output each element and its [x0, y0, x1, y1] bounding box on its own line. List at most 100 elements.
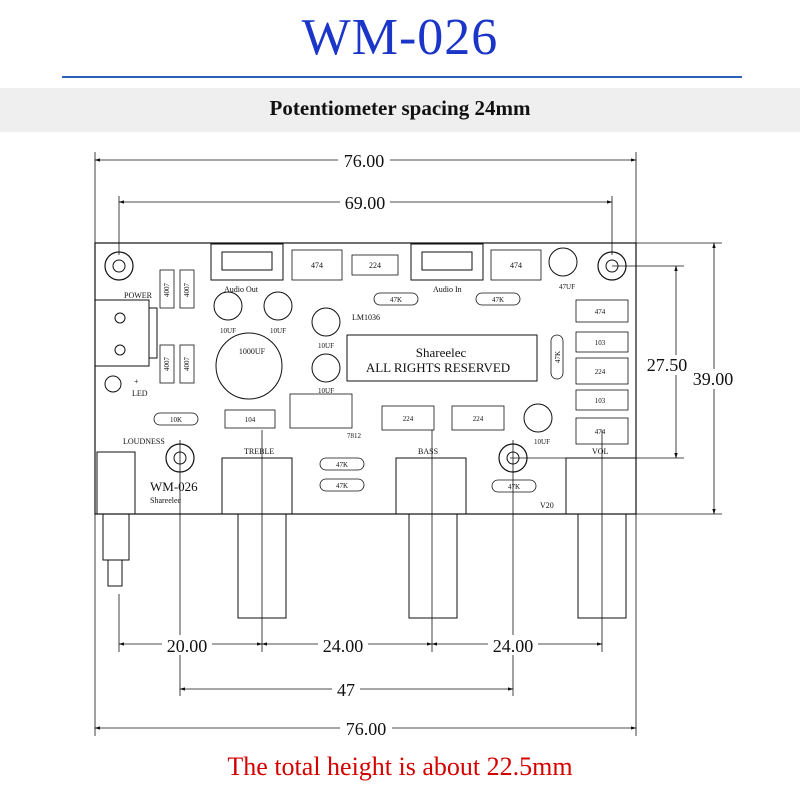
cap-224-mid-2 [451, 405, 505, 431]
mounting-hole-right [597, 251, 627, 281]
resistor-47k-2-label: 47K [492, 296, 504, 304]
cap-10uf-5 [523, 403, 553, 433]
cap-224-top [351, 254, 399, 276]
cap-224-mid-1 [381, 405, 435, 431]
resistor-47k-3 [319, 457, 365, 471]
cap-474-right-2 [575, 417, 629, 445]
cap-10uf-2 [263, 291, 293, 321]
page-title: WM-026 [301, 9, 499, 66]
resistor-47k-1 [373, 292, 419, 306]
dim-total-width-bottom: 76.00 [346, 719, 387, 739]
board-model-label: WM-026 [150, 479, 198, 494]
total-height-note: The total height is about 22.5mm [227, 752, 573, 781]
resistor-47k-2 [475, 292, 521, 306]
resistor-47k-3-label: 47K [336, 461, 348, 469]
cap-104-label: 104 [245, 416, 256, 424]
label-treble: TREBLE [244, 447, 274, 456]
cap-10uf-5-label: 10UF [534, 438, 550, 446]
cap-10uf-3-label: 10UF [318, 342, 334, 350]
pcb-outline [94, 242, 637, 515]
bass-side-hole-inner [506, 451, 520, 465]
mounting-hole-left [104, 251, 134, 281]
cap-474-right-2-label: 474 [595, 428, 606, 436]
cap-1000uf-label: 1000UF [239, 347, 266, 356]
ic-rights-label: ALL RIGHTS RESERVED [366, 360, 510, 375]
bass-side-hole [498, 443, 528, 473]
cap-103-right-1 [575, 331, 629, 353]
board-brand-small-label: Shareelec [150, 496, 182, 505]
dim-outer-pot-span: 47 [337, 680, 355, 700]
cap-10uf-4-label: 10UF [318, 387, 334, 395]
resistor-47k-5-label: 47K [508, 483, 520, 491]
label-led-plus: + [134, 377, 139, 386]
cap-224-right [575, 357, 629, 385]
potentiometer-bass [395, 457, 467, 619]
label-version: V20 [540, 501, 554, 510]
cap-224-right-label: 224 [595, 368, 606, 376]
dim-hole-spacing: 69.00 [345, 193, 386, 213]
cap-10uf-4 [311, 353, 341, 383]
cap-474-right-1 [575, 299, 629, 323]
resistor-47k-vertical-label: 47K [554, 351, 562, 363]
cap-474-right-1-label: 474 [595, 308, 606, 316]
cap-103-right-2-label: 103 [595, 397, 606, 405]
resistor-47k-1-label: 47K [390, 296, 402, 304]
resistor-47k-5 [491, 479, 537, 493]
cap-47uf [548, 247, 578, 277]
audio-out-connector [210, 243, 284, 281]
cap-224-mid-2-label: 224 [473, 415, 484, 423]
dim-height-total: 39.00 [693, 369, 734, 389]
resistor-47k-4 [319, 478, 365, 492]
cap-103-right-1-label: 103 [595, 339, 606, 347]
resistor-10k [153, 412, 199, 426]
diode-d4-label: 4007 [183, 357, 191, 372]
diode-d1-label: 4007 [163, 283, 171, 298]
label-audio-in: Audio In [433, 285, 462, 294]
label-audio-out: Audio Out [224, 285, 259, 294]
label-bass: BASS [418, 447, 438, 456]
label-power: POWER [124, 291, 153, 300]
dim-height-inner: 27.50 [647, 355, 688, 375]
header: WM-026 Potentiometer spacing 24mm [0, 0, 800, 132]
cap-474-top-1 [291, 249, 343, 281]
cap-10uf-3 [311, 307, 341, 337]
regulator-7812 [289, 393, 353, 429]
cap-10uf-1 [213, 291, 243, 321]
potentiometer-vol [565, 457, 637, 619]
cap-47uf-label: 47UF [559, 283, 575, 291]
dim-pot-spacing-2: 24.00 [493, 636, 534, 656]
audio-in-connector [410, 243, 484, 281]
regulator-7812-label: 7812 [347, 432, 362, 440]
power-terminal [94, 299, 158, 367]
led-footprint [104, 375, 122, 393]
cap-1000uf [215, 332, 283, 400]
label-loudness: LOUDNESS [123, 437, 165, 446]
cap-104 [224, 409, 276, 429]
resistor-47k-vertical [550, 334, 564, 380]
ic-brand-label: Shareelec [416, 345, 467, 360]
cap-103-right-2 [575, 389, 629, 411]
title-divider [62, 76, 742, 78]
label-vol: VOL [592, 447, 609, 456]
cap-10uf-2-label: 10UF [270, 327, 286, 335]
cap-474-top-1-label: 474 [311, 261, 323, 270]
dim-pot-offset: 20.00 [167, 636, 208, 656]
cap-224-top-label: 224 [369, 261, 381, 270]
diode-d2-label: 4007 [183, 283, 191, 298]
cap-224-mid-1-label: 224 [403, 415, 414, 423]
diode-d3-label: 4007 [163, 357, 171, 372]
resistor-10k-label: 10K [170, 416, 182, 424]
label-lm1036: LM1036 [352, 313, 380, 322]
dim-pot-spacing-1: 24.00 [323, 636, 364, 656]
loudness-hole [165, 443, 195, 473]
page-subtitle: Potentiometer spacing 24mm [269, 96, 531, 120]
ic-lm1036-outline [346, 334, 538, 382]
cap-474-top-2-label: 474 [510, 261, 522, 270]
label-led: LED [132, 389, 148, 398]
loudness-hole-inner [173, 451, 187, 465]
diodes [159, 269, 195, 384]
potentiometer-treble [221, 457, 293, 619]
loudness-switch [96, 451, 136, 587]
resistor-47k-4-label: 47K [336, 482, 348, 490]
